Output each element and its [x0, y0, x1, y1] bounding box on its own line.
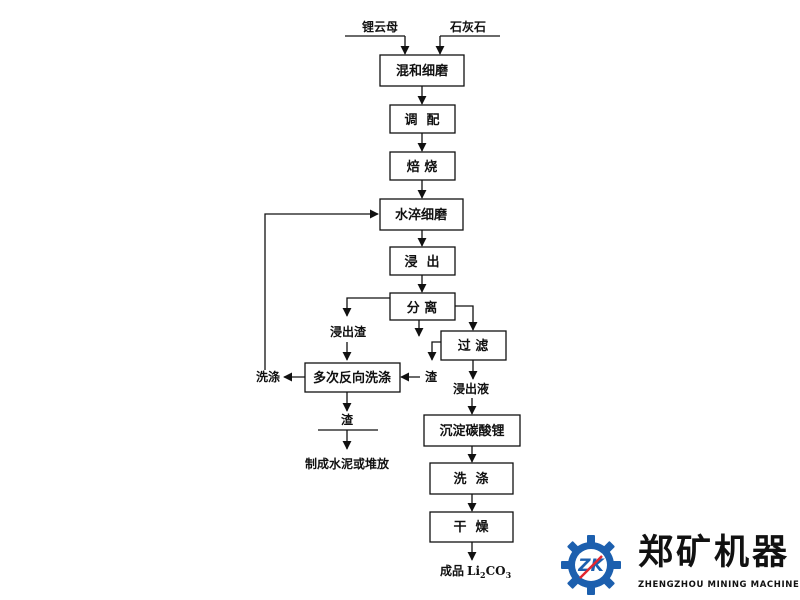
label-product-co-sub: 3 — [506, 570, 512, 580]
node-filter: 过 滤 — [440, 330, 507, 361]
input-lepidolite: 锂云母 — [345, 19, 410, 55]
label-product-li: Li — [467, 564, 480, 578]
node-separate: 分 离 — [389, 292, 456, 321]
node-roast-label: 焙 烧 — [406, 159, 438, 175]
company-logo: ZK 郑矿机器 ZHENGZHOU MINING MACHINERY — [556, 532, 800, 600]
label-residue-bottom: 渣 — [341, 412, 354, 427]
node-wash-label: 洗 涤 — [453, 471, 488, 487]
gear-icon: ZK — [561, 535, 621, 595]
label-cement: 制成水泥或堆放 — [305, 456, 390, 471]
node-wash-box — [429, 462, 514, 495]
node-separate-box — [389, 292, 456, 321]
node-dry-label: 干 燥 — [453, 519, 489, 535]
node-water-grind-label: 水淬细磨 — [395, 207, 447, 223]
node-precipitate-box — [423, 414, 521, 447]
node-blend: 调 配 — [389, 104, 456, 134]
node-roast: 焙 烧 — [389, 151, 456, 181]
logo-name-en: ZHENGZHOU MINING MACHINERY — [638, 580, 800, 590]
arrow-recycle-to-water-grind — [264, 209, 379, 370]
arrow-filter-to-residue — [427, 341, 441, 361]
logo-accent-stroke — [579, 555, 603, 579]
label-product-prefix: 成品 — [440, 563, 464, 578]
label-leach-residue: 浸出渣 — [330, 324, 367, 339]
node-precipitate: 沉淀碳酸锂 — [423, 414, 521, 447]
logo-name-cn: 郑矿机器 — [638, 533, 791, 573]
label-product-li-sub: 2 — [480, 570, 486, 580]
input-limestone: 石灰石 — [435, 19, 500, 55]
input-limestone-label: 石灰石 — [449, 19, 486, 34]
node-filter-label: 过 滤 — [458, 338, 489, 354]
node-leach: 浸 出 — [389, 246, 456, 276]
label-residue-right: 渣 — [425, 369, 438, 384]
node-filter-box — [440, 330, 507, 361]
node-dry: 干 燥 — [429, 511, 514, 543]
arrow-separate-to-filter — [455, 305, 478, 331]
node-mix-grind-box — [379, 54, 465, 87]
label-product-co: CO — [486, 564, 506, 578]
arrow-separate-to-residue — [342, 297, 390, 317]
node-separate-label: 分 离 — [407, 300, 438, 316]
node-mix-grind: 混和细磨 — [379, 54, 465, 87]
node-multi-wash-box — [304, 362, 401, 393]
node-dry-box — [429, 511, 514, 543]
node-multi-wash: 多次反向洗涤 — [304, 362, 401, 393]
node-multi-wash-label: 多次反向洗涤 — [313, 370, 391, 386]
label-leach-liquid: 浸出液 — [453, 381, 489, 396]
node-water-grind: 水淬细磨 — [379, 198, 464, 231]
node-wash: 洗 涤 — [429, 462, 514, 495]
node-blend-label: 调 配 — [404, 113, 439, 128]
node-precipitate-label: 沉淀碳酸锂 — [439, 423, 504, 439]
node-mix-grind-label: 混和细磨 — [396, 63, 448, 79]
node-leach-label: 浸 出 — [404, 254, 439, 270]
label-wash-left: 洗涤 — [256, 369, 280, 384]
node-roast-box — [389, 151, 456, 181]
input-lepidolite-label: 锂云母 — [362, 19, 398, 34]
